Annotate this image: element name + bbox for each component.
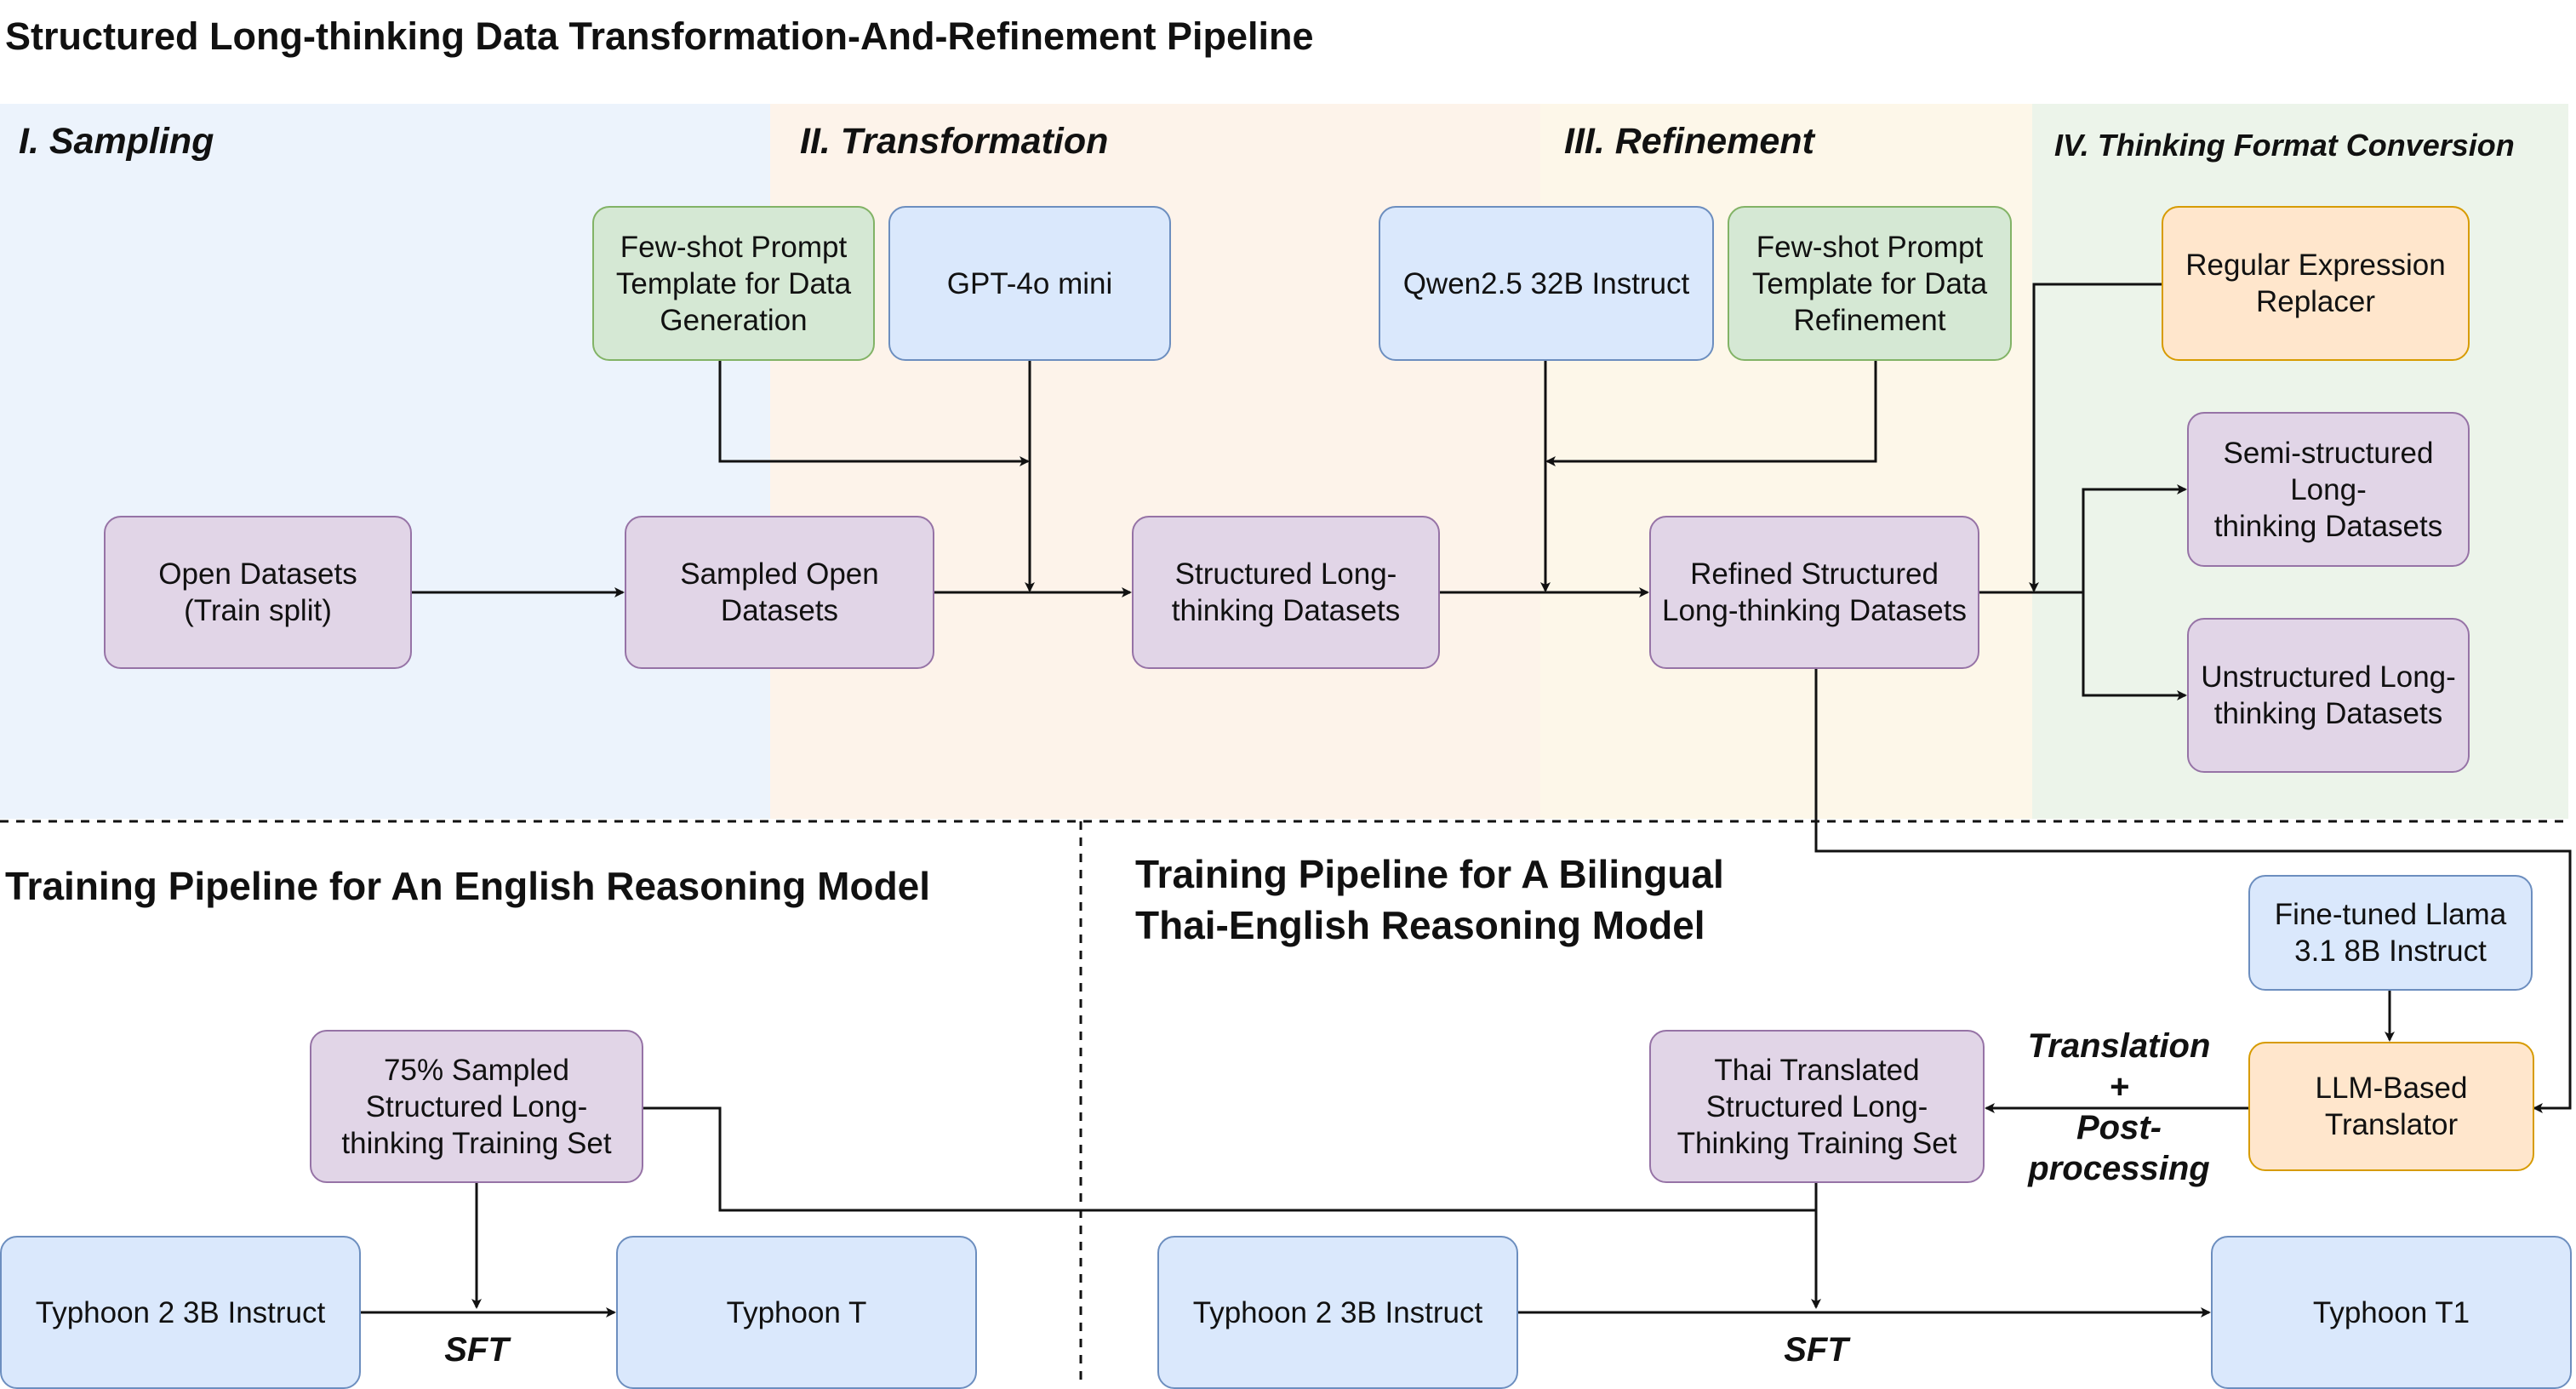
node-refined-datasets: Refined Structured Long-thinking Dataset… <box>1649 516 1979 669</box>
edge-fewshot-generation <box>718 361 1030 466</box>
edge-regex-to-conversion <box>2029 283 2162 592</box>
node-fewshot-generation-template: Few-shot Prompt Template for Data Genera… <box>592 206 875 361</box>
node-llm-based-translator: LLM-Based Translator <box>2248 1042 2534 1171</box>
stage-title-sampling: I. Sampling <box>19 121 214 162</box>
edge-refined-to-translator <box>1814 669 2572 1113</box>
edge-label-sft-english: SFT <box>444 1331 509 1369</box>
edge-to-semi-structured <box>2082 484 2187 592</box>
edge-to-unstructured <box>2082 592 2187 700</box>
node-sampled-75-set: 75% Sampled Structured Long- thinking Tr… <box>310 1030 643 1183</box>
node-gpt-4o-mini: GPT-4o mini <box>888 206 1171 361</box>
node-typhoon-t1: Typhoon T1 <box>2211 1236 2572 1389</box>
stage-title-transformation: II. Transformation <box>800 121 1109 162</box>
edge-label-sft-bilingual: SFT <box>1784 1331 1848 1369</box>
node-thai-translated-set: Thai Translated Structured Long- Thinkin… <box>1649 1030 1985 1183</box>
stage-title-conversion: IV. Thinking Format Conversion <box>2054 128 2515 163</box>
edge-fewshot-refinement <box>1545 361 1877 466</box>
page-title: Structured Long-thinking Data Transforma… <box>5 14 1314 58</box>
node-qwen-32b-instruct: Qwen2.5 32B Instruct <box>1379 206 1714 361</box>
node-fewshot-refinement-template: Few-shot Prompt Template for Data Refine… <box>1728 206 2012 361</box>
node-open-datasets: Open Datasets (Train split) <box>104 516 412 669</box>
node-finetuned-llama: Fine-tuned Llama 3.1 8B Instruct <box>2248 875 2533 991</box>
section-title-english: Training Pipeline for An English Reasoni… <box>5 864 931 908</box>
node-semi-structured-datasets: Semi-structured Long- thinking Datasets <box>2187 412 2470 567</box>
node-unstructured-datasets: Unstructured Long- thinking Datasets <box>2187 618 2470 773</box>
section-title-bilingual: Training Pipeline for A Bilingual Thai-E… <box>1135 852 1724 947</box>
node-typhoon-2-3b-instruct-bilingual: Typhoon 2 3B Instruct <box>1157 1236 1518 1389</box>
node-typhoon-2-3b-instruct-english: Typhoon 2 3B Instruct <box>0 1236 361 1389</box>
node-structured-datasets: Structured Long- thinking Datasets <box>1132 516 1440 669</box>
edge-sampled75-to-sft-th <box>643 1106 1816 1212</box>
stage-title-refinement: III. Refinement <box>1564 121 1814 162</box>
edge-label-translation: Translation + Post- processing <box>2027 1027 2211 1187</box>
node-typhoon-t: Typhoon T <box>616 1236 977 1389</box>
node-sampled-open-datasets: Sampled Open Datasets <box>625 516 934 669</box>
node-regex-replacer: Regular Expression Replacer <box>2162 206 2470 361</box>
